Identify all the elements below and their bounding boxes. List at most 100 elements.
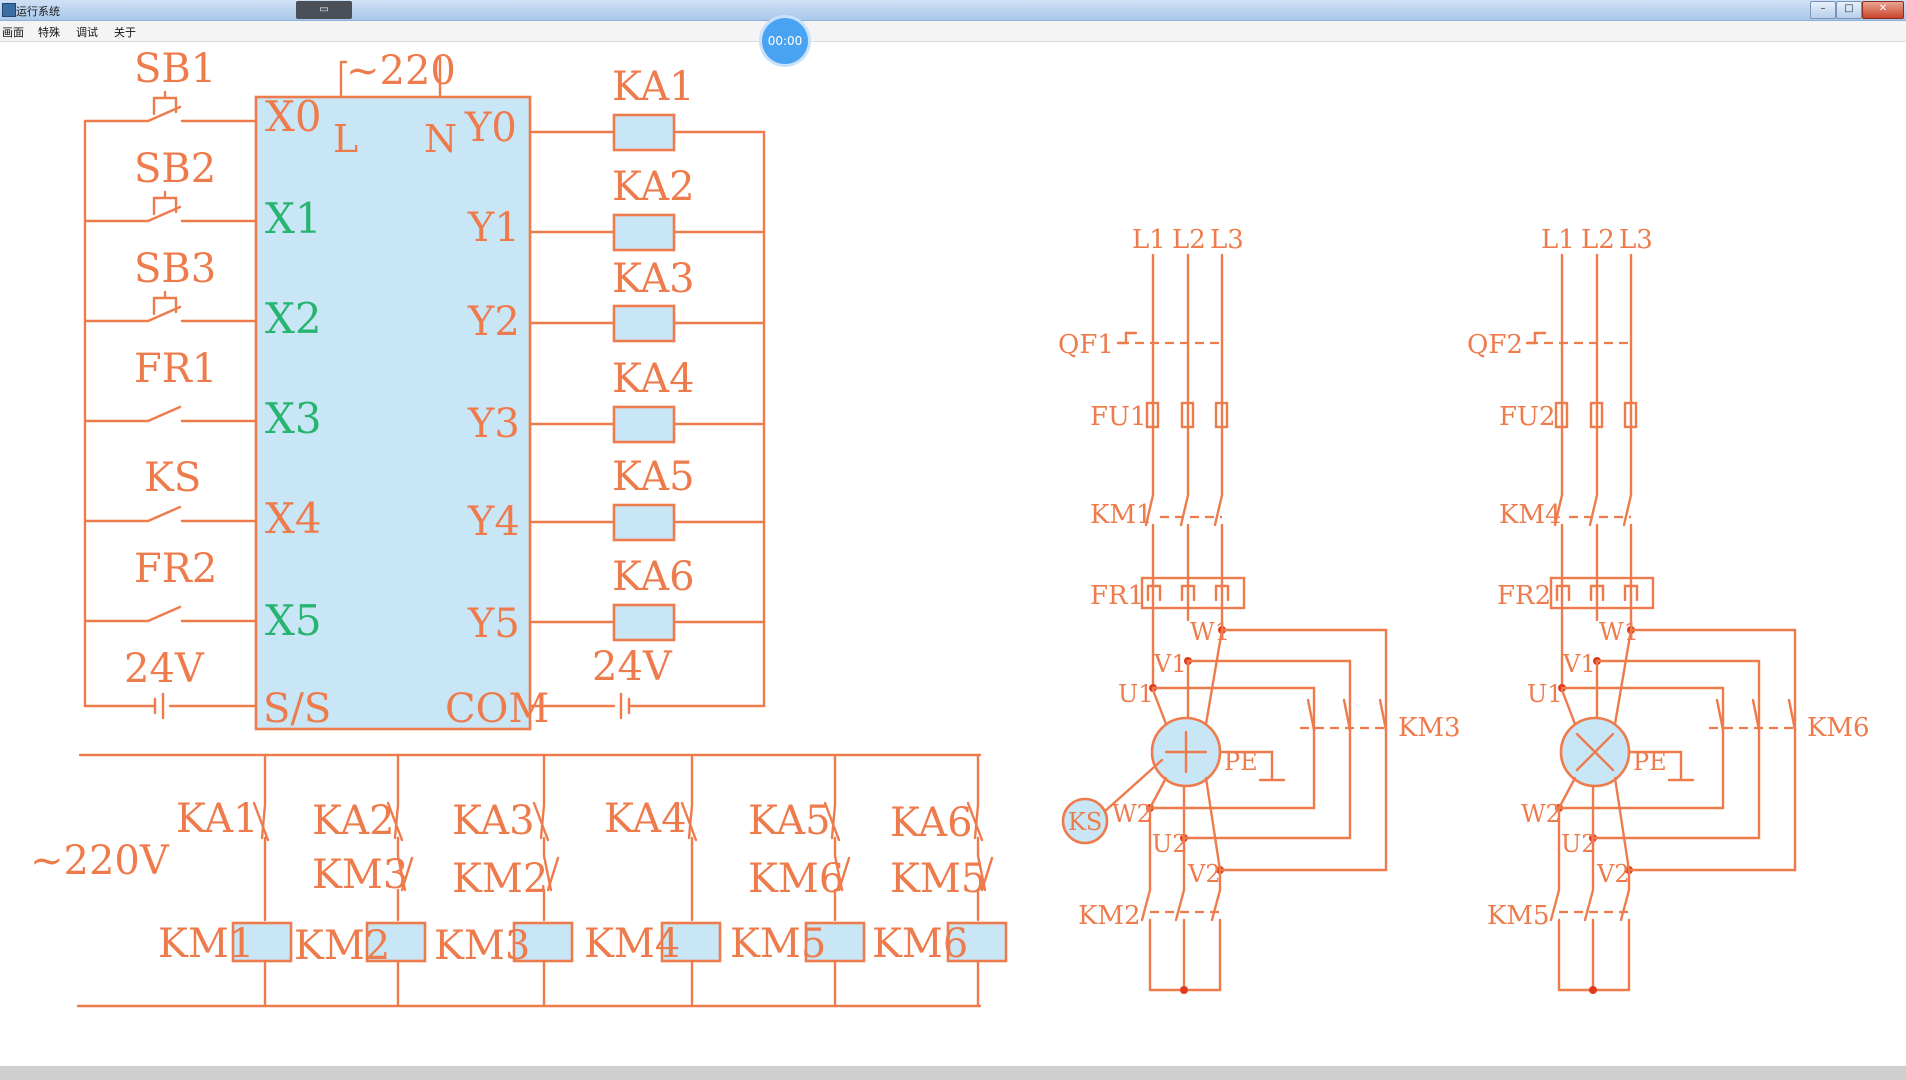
input-device-FR2: FR2 [134,546,217,592]
motor1-breaker: QF1 [1058,330,1114,360]
plc-power-label: ~220 [346,48,456,94]
motor1-phase-L3: L3 [1210,225,1244,255]
speed-relay-label: KS [1068,808,1102,836]
fu1-fuse-b [1180,401,1195,429]
speed-relay-KS [1061,797,1109,845]
relay-coil-KA2 [612,213,676,252]
plc-input-X0: X0 [265,92,322,141]
plc-L-label: L [333,117,358,161]
motor1-overload: FR1 [1090,581,1144,611]
coil-label-KM1: KM1 [158,921,254,967]
motor2-delta-contactor: KM6 [1807,713,1870,743]
output-circuit: KA1 KA2 KA3 KA4 KA5 KA6 24V [528,64,766,720]
title-bar: 运行系统 ▭ – □ ✕ [0,0,1906,21]
control-supply-label: ~220V [30,838,170,884]
plc-output-Y4: Y4 [467,499,520,545]
motor1-terminal-W2: W2 [1112,800,1152,828]
motor1-star-contactor: KM2 [1078,901,1141,931]
input-device-SB2: SB2 [134,146,216,192]
fr1-overload [1140,576,1246,610]
relay-coil-KA6 [612,603,676,642]
motor2-terminal-W1: W1 [1599,618,1639,646]
fu2-fuse-b [1589,401,1604,429]
relay-label-KA1: KA1 [612,64,695,110]
input-device-SB1: SB1 [134,46,216,92]
plc-common-output: COM [445,686,549,732]
relay-coil-KA4 [612,405,676,444]
coil-label-KM4: KM4 [584,921,680,967]
plc-output-Y2: Y2 [467,299,520,345]
contact-KA4: KA4 [604,796,687,842]
motor2-overload: FR2 [1497,581,1551,611]
plc-output-Y3: Y3 [467,401,520,447]
toolbar-widget[interactable]: ▭ [296,1,352,19]
fu2-fuse-c [1623,401,1638,429]
motor1-phase-L2: L2 [1172,225,1206,255]
minimize-button[interactable]: – [1810,1,1836,19]
fu1-fuse-c [1214,401,1229,429]
interlock-KM2: KM2 [452,856,548,902]
plc-common-input: S/S [263,686,331,732]
input-device-FR1: FR1 [134,346,217,392]
motor1-circuit: L1 L2 L3 QF1 FU1 KM1 FR1 W1 V1 U1 W2 U2 … [1058,225,1461,994]
motor2-phase-L2: L2 [1581,225,1615,255]
interlock-KM3: KM3 [312,852,408,898]
app-icon [2,3,16,17]
fu1-fuse-a [1145,401,1160,429]
plc-body [254,95,532,731]
coil-label-KM3: KM3 [434,923,530,969]
plc-input-X4: X4 [265,494,322,543]
motor1-contactor: KM1 [1090,500,1153,530]
close-button[interactable]: ✕ [1862,1,1904,19]
coil-KM4 [660,921,722,963]
motor2-contactor: KM4 [1499,500,1562,530]
plc-output-Y0: Y0 [464,105,517,151]
menu-item-special[interactable]: 特殊 [38,26,60,39]
menu-item-debug[interactable]: 调试 [76,26,98,39]
coil-label-KM2: KM2 [294,923,390,969]
timer-badge[interactable]: 00:00 [762,18,808,64]
plc-block: ~220 L N X0 X1 X2 X3 X4 X5 Y0 Y1 Y2 Y3 Y… [254,48,549,732]
motor2-terminal-V1: V1 [1562,650,1596,678]
plc-input-X3: X3 [265,394,322,443]
motor2-breaker: QF2 [1467,330,1523,360]
input-device-SB3: SB3 [134,246,216,292]
menu-item-about[interactable]: 关于 [114,26,136,39]
plc-input-X1: X1 [265,194,322,243]
motor1-terminal-U1: U1 [1118,680,1154,708]
plc-output-Y1: Y1 [467,205,520,251]
menu-item-screen[interactable]: 画面 [2,26,24,39]
relay-label-KA4: KA4 [612,356,695,402]
relay-label-KA3: KA3 [612,256,695,302]
motor1-phase-L1: L1 [1132,225,1166,255]
contact-KA1: KA1 [176,796,259,842]
relay-coil-KA1 [612,113,676,152]
interlock-KM5: KM5 [890,856,986,902]
relay-coil-KA5 [612,503,676,542]
status-strip [0,1066,1906,1080]
coil-KM2 [365,921,427,963]
control-circuit: ~220V KA1 KA2 KA3 KA4 KA5 KA6 KM3 KM2 KM… [30,753,1008,1008]
plc-output-Y5: Y5 [467,601,520,647]
motor2-terminal-U2: U2 [1561,830,1597,858]
contact-KA3: KA3 [452,798,535,844]
motor2-phase-L3: L3 [1619,225,1653,255]
window-title: 运行系统 [16,5,60,18]
fu2-fuse-a [1554,401,1569,429]
coil-KM5 [804,921,866,963]
motor2-earth: PE [1633,748,1667,776]
plc-input-X5: X5 [265,596,322,645]
coil-label-KM6: KM6 [872,921,968,967]
plc-N-label: N [424,117,457,161]
contact-KA2: KA2 [312,798,395,844]
motor2-terminal-U1: U1 [1527,680,1563,708]
motor2-terminal-V2: V2 [1596,860,1630,888]
interlock-KM6: KM6 [748,856,844,902]
menu-bar: 画面 特殊 调试 关于 [0,21,1906,42]
motor2-star-contactor: KM5 [1487,901,1550,931]
maximize-button[interactable]: □ [1836,1,1862,19]
motor1-terminal-U2: U2 [1152,830,1188,858]
fr2-overload [1549,576,1655,610]
motor1-fuse: FU1 [1090,402,1147,432]
